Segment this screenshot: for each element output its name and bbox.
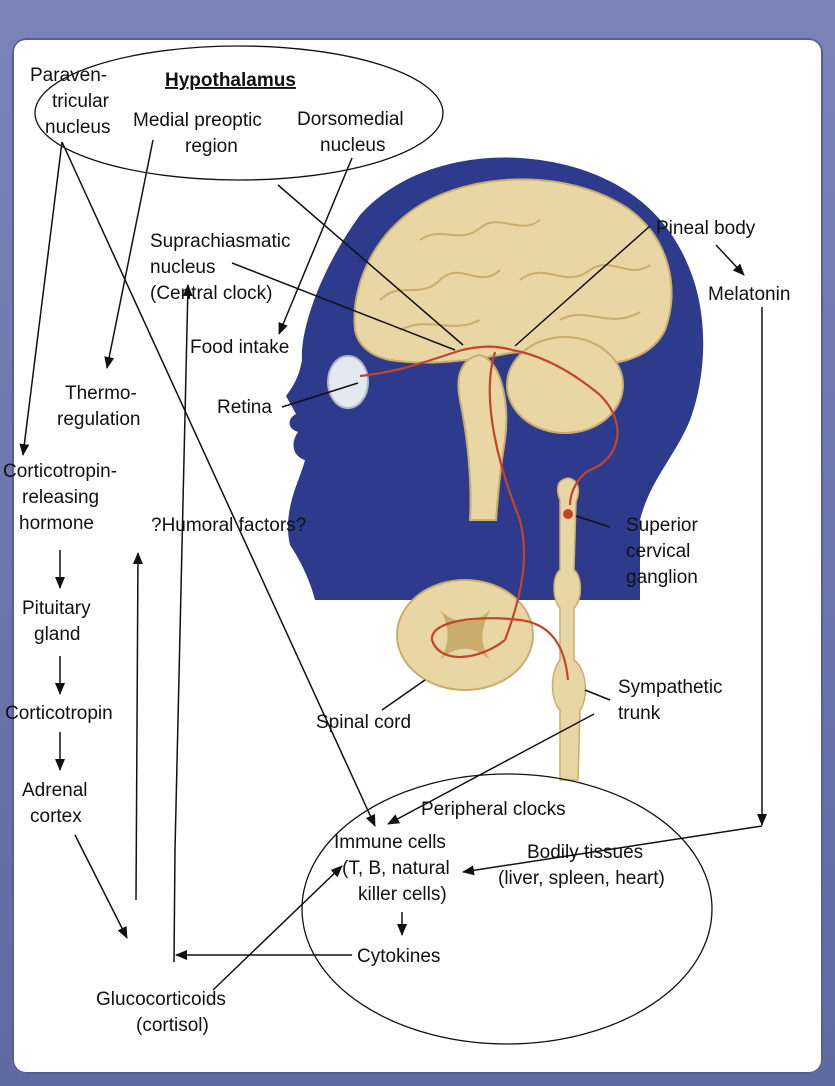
label-dorsomedial-2: nucleus	[320, 135, 386, 156]
label-pineal-body: Pineal body	[656, 218, 756, 239]
label-sympathetic-1: Sympathetic	[618, 677, 723, 698]
label-glucocorticoids-2: (cortisol)	[136, 1015, 209, 1036]
label-medial-preoptic-1: Medial preoptic	[133, 110, 262, 131]
label-glucocorticoids-1: Glucocorticoids	[96, 989, 226, 1010]
arrow-glucocorticoids-to-immune	[213, 866, 342, 990]
label-medial-preoptic-2: region	[185, 136, 238, 157]
label-corticotropin: Corticotropin	[5, 703, 113, 724]
arrow-pineal-to-melatonin	[716, 245, 744, 275]
label-peripheral-clocks: Peripheral clocks	[421, 799, 566, 820]
label-melatonin: Melatonin	[708, 284, 790, 305]
label-crh-1: Corticotropin-	[3, 461, 117, 482]
label-sympathetic-2: trunk	[618, 703, 661, 724]
label-scn-2: nucleus	[150, 257, 216, 278]
label-crh-2: releasing	[22, 487, 99, 508]
label-superior-cervical-2: cervical	[626, 541, 690, 562]
label-hypothalamus-title: Hypothalamus	[165, 70, 296, 91]
label-crh-3: hormone	[19, 513, 94, 534]
label-spinal-cord: Spinal cord	[316, 712, 411, 733]
label-pituitary-2: gland	[34, 624, 81, 645]
line-sympathetic	[585, 690, 610, 700]
label-thermo-1: Thermo-	[65, 383, 137, 404]
label-bodily-tissues-1: Bodily tissues	[527, 842, 643, 863]
label-retina: Retina	[217, 397, 272, 418]
label-paraventricular-3: nucleus	[45, 117, 111, 138]
label-immune-cells-3: killer cells)	[358, 884, 447, 905]
cerebellum	[507, 337, 623, 433]
label-adrenal-1: Adrenal	[22, 780, 88, 801]
arrow-cytokines-humoral	[136, 553, 138, 900]
label-scn-3: (Central clock)	[150, 283, 272, 304]
eye-retina	[328, 356, 368, 408]
label-superior-cervical-3: ganglion	[626, 567, 698, 588]
label-food-intake: Food intake	[190, 337, 289, 358]
label-scn-1: Suprachiasmatic	[150, 231, 290, 252]
label-bodily-tissues-2: (liver, spleen, heart)	[498, 868, 665, 889]
label-pituitary-1: Pituitary	[22, 598, 91, 619]
label-dorsomedial-1: Dorsomedial	[297, 109, 404, 130]
label-humoral-factors: ?Humoral factors?	[151, 515, 306, 536]
label-immune-cells-1: Immune cells	[334, 832, 446, 853]
label-adrenal-2: cortex	[30, 806, 82, 827]
label-thermo-2: regulation	[57, 409, 140, 430]
arrow-humoral-to-scn	[174, 285, 188, 962]
label-paraventricular-2: tricular	[52, 91, 110, 112]
spinal-cord-section	[397, 580, 533, 690]
label-paraventricular-1: Paraven-	[30, 65, 107, 86]
line-spinal-cord	[382, 680, 425, 710]
arrow-adrenal-to-glucocorticoids	[75, 835, 127, 938]
label-cytokines: Cytokines	[357, 946, 440, 967]
label-immune-cells-2: (T, B, natural	[342, 858, 450, 879]
label-superior-cervical-1: Superior	[626, 515, 698, 536]
